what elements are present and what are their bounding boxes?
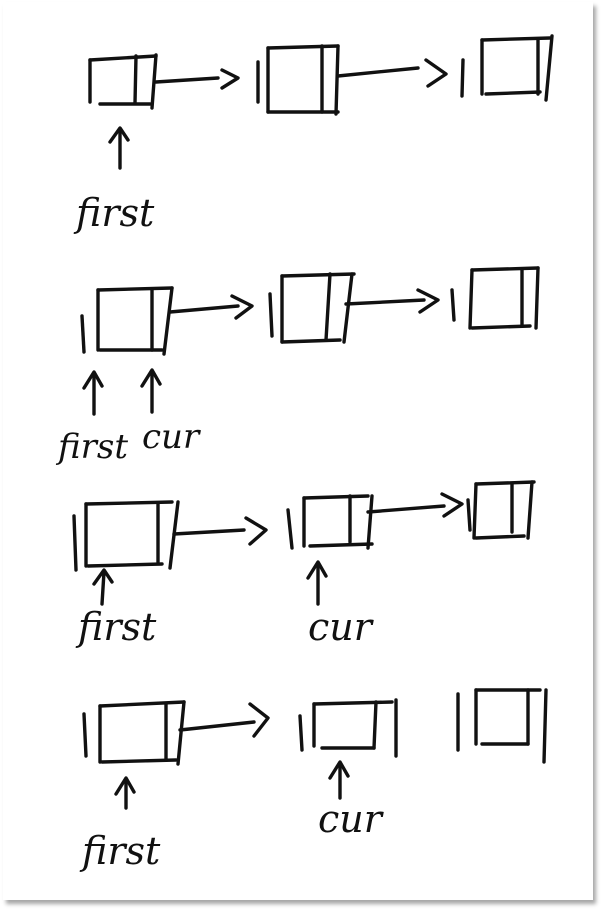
cur-pointer-arrow xyxy=(328,760,350,800)
head-pointer-arrow xyxy=(82,370,104,416)
pointer-arrow xyxy=(178,702,270,738)
node-1 xyxy=(72,500,180,572)
label-cur: cur xyxy=(308,605,375,649)
node-3 xyxy=(466,480,536,540)
pointer-arrow xyxy=(154,68,240,90)
node-1 xyxy=(82,700,186,766)
label-first: first xyxy=(79,829,161,873)
node-1 xyxy=(80,286,174,356)
panel-4: first cur xyxy=(79,688,548,873)
node-2 xyxy=(268,272,356,344)
node-3 xyxy=(460,34,554,102)
label-first: first xyxy=(73,191,155,235)
node-2 xyxy=(286,494,374,550)
pointer-arrow xyxy=(366,492,464,518)
node-3 xyxy=(456,688,548,764)
pointer-arrow xyxy=(168,294,254,320)
node-3 xyxy=(450,266,540,330)
head-pointer-arrow xyxy=(108,126,130,170)
head-pointer-arrow xyxy=(114,776,136,810)
label-first: first xyxy=(55,427,128,467)
pointer-arrow xyxy=(172,516,268,546)
label-cur: cur xyxy=(318,797,385,841)
pointer-arrow xyxy=(336,58,448,88)
node-2 xyxy=(298,698,398,758)
panel-3: first cur xyxy=(72,480,536,649)
node-2 xyxy=(256,44,340,116)
label-cur: cur xyxy=(142,417,201,457)
cur-pointer-arrow xyxy=(140,368,162,414)
node-1 xyxy=(88,53,158,110)
pointer-arrow xyxy=(344,288,440,314)
label-first: first xyxy=(75,605,157,649)
cur-pointer-arrow xyxy=(306,560,328,606)
head-pointer-arrow xyxy=(92,568,114,606)
panel-2: first cur xyxy=(55,266,540,467)
panel-1: first xyxy=(73,34,554,235)
